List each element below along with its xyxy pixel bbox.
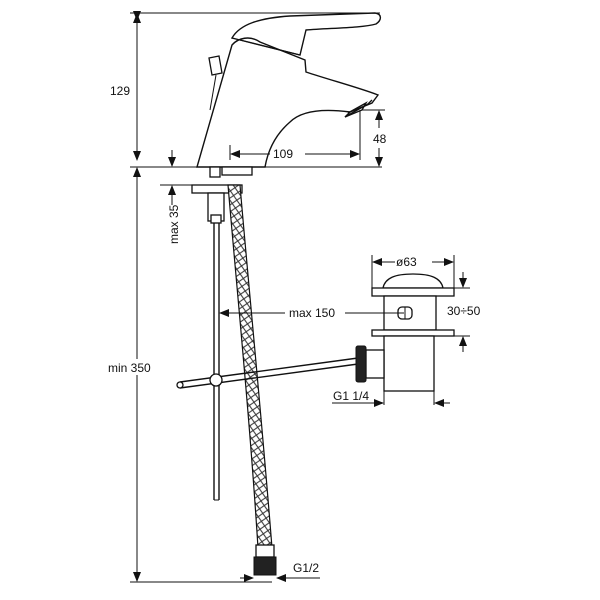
dimension-waste-range: 30÷50 [447,272,481,352]
dimension-max-150: max 150 [219,306,404,320]
label-30-50: 30÷50 [447,304,481,318]
dimension-overall-height: 129 [108,11,141,161]
dimension-spout-reach: 109 [230,147,360,161]
dimension-hose-thread: G1/2 [240,561,320,582]
extension-lines [130,12,385,583]
popup-rod [208,55,223,501]
label-129: 129 [110,84,130,98]
label-max-35: max 35 [167,204,181,244]
label-48: 48 [373,132,387,146]
label-g1-1-4: G1 1/4 [333,389,369,403]
label-max-150: max 150 [289,306,335,320]
waste-valve [355,255,470,405]
linkage-rod [176,357,359,389]
mounting-hardware [191,166,253,224]
braided-hose [227,184,277,576]
label-diameter-63: ø63 [396,255,417,269]
faucet-body [196,12,382,168]
label-g1-2: G1/2 [293,561,319,575]
dimension-max-35: max 35 [167,150,181,244]
label-109: 109 [273,147,293,161]
label-min-350: min 350 [108,361,151,375]
dimension-outlet-height: 48 [370,110,390,167]
dimension-waste-thread: G1 1/4 [332,389,450,407]
dimension-min-length: min 350 [106,167,162,582]
dimension-waste-diameter: ø63 [372,255,454,269]
